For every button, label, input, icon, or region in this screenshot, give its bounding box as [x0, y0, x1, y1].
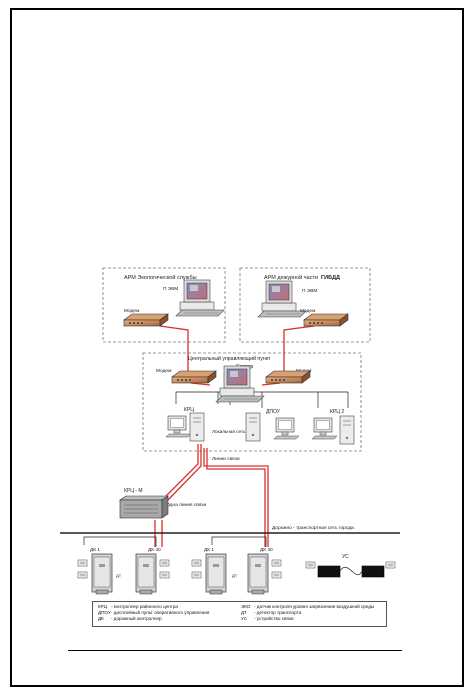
dt-a-label: ДТ: [116, 573, 122, 578]
us-device-right-icon: [361, 565, 385, 578]
ecology-zone-title: АРМ Экологической службы: [124, 274, 197, 281]
center-zone-border: [142, 352, 362, 452]
page-frame: [10, 8, 464, 687]
ecology-modem-label: Модем: [124, 308, 139, 314]
legend: КРЦ- контроллер районного центра ДПОУ- д…: [92, 601, 387, 627]
center-modem-right-icon: [265, 370, 311, 384]
us-sensor-left-icon: [305, 561, 316, 569]
center-modem-left-label: Модем: [156, 368, 171, 374]
dk40-a-label: ДК 40: [148, 547, 161, 553]
dk40-b-sensor-icon: [271, 559, 282, 567]
krc-m-device-icon: [119, 495, 169, 519]
dk1-b-sensor2-icon: [191, 571, 202, 579]
us-device-left-icon: [317, 565, 341, 578]
dk1-a-cabinet-icon: [91, 553, 113, 595]
bottom-rule: [68, 650, 402, 651]
us-sensor-right-icon: [385, 561, 396, 569]
legend-right-column: ЭКО- датчик контроля уровня загрязнения …: [241, 604, 374, 622]
dk40-b-label: ДК 40: [260, 547, 273, 553]
dk1-b-cabinet-icon: [205, 553, 227, 595]
center-zone-title: Центральный управляющий пункт: [188, 355, 271, 362]
us-link-line: [339, 566, 363, 576]
krc-monitor-icon: [165, 415, 192, 438]
legend-item: УС- устройство связи: [241, 616, 294, 621]
police-pc-label: П ЭВМ: [302, 288, 317, 294]
dk40-b-cabinet-icon: [247, 553, 269, 595]
legend-item: ДК- дорожный контроллер: [98, 616, 162, 621]
legend-item: ДПОУ- дисплейный пульт оперативного упра…: [98, 610, 210, 615]
legend-item: ЭКО- датчик контроля уровня загрязнения …: [241, 604, 375, 609]
ecology-pc-icon: [175, 279, 225, 317]
wiring: [60, 391, 400, 547]
legend-item: ДТ- детектор транспорта: [241, 610, 302, 615]
comm-line-label: Одна линия связи: [166, 502, 207, 508]
server-pc-icon: [215, 365, 265, 403]
legend-item: КРЦ- контроллер районного центра: [98, 604, 178, 609]
krc2-monitor-icon: [311, 417, 338, 440]
krc-tower-icon: [189, 412, 205, 442]
dpou-label: ДПОУ: [266, 409, 281, 415]
ecology-modem-icon: [123, 313, 169, 327]
dpou-monitor-icon: [273, 417, 300, 440]
police-modem-label: Модем: [300, 308, 315, 314]
comm-lines-label: Линии связи: [212, 456, 240, 462]
dk40-a-sensor-icon: [159, 559, 170, 567]
dk1-a-sensor2-icon: [77, 571, 88, 579]
us-label: УС: [342, 554, 349, 560]
police-pc-icon: [257, 280, 307, 318]
ecology-zone-border: [102, 267, 226, 343]
dk1-b-sensor-icon: [191, 559, 202, 567]
dk40-a-sensor2-icon: [159, 571, 170, 579]
road-network-label: Дорожно - транспортная сеть города: [272, 525, 354, 531]
krc2-tower-icon: [339, 415, 355, 445]
dt-b-label: ДТ: [232, 573, 238, 578]
dpou-tower-icon: [245, 412, 261, 442]
dk1-a-sensor-icon: [77, 559, 88, 567]
dk40-b-sensor2-icon: [271, 571, 282, 579]
krc-label: КРЦ: [184, 407, 194, 413]
dk1-a-label: ДК 1: [90, 547, 100, 553]
dk1-b-label: ДК 1: [204, 547, 214, 553]
police-zone-border: [239, 267, 371, 343]
lan-label: Локальная сеть: [212, 429, 246, 434]
police-modem-icon: [303, 313, 349, 327]
krc-m-label: КРЦ - М: [124, 488, 143, 494]
center-modem-left-icon: [171, 370, 217, 384]
ecology-pc-label: П ЭВМ: [163, 286, 178, 292]
dk40-a-cabinet-icon: [135, 553, 157, 595]
krc2-label: КРЦ 2: [330, 409, 344, 415]
legend-left-column: КРЦ- контроллер районного центра ДПОУ- д…: [98, 604, 209, 622]
